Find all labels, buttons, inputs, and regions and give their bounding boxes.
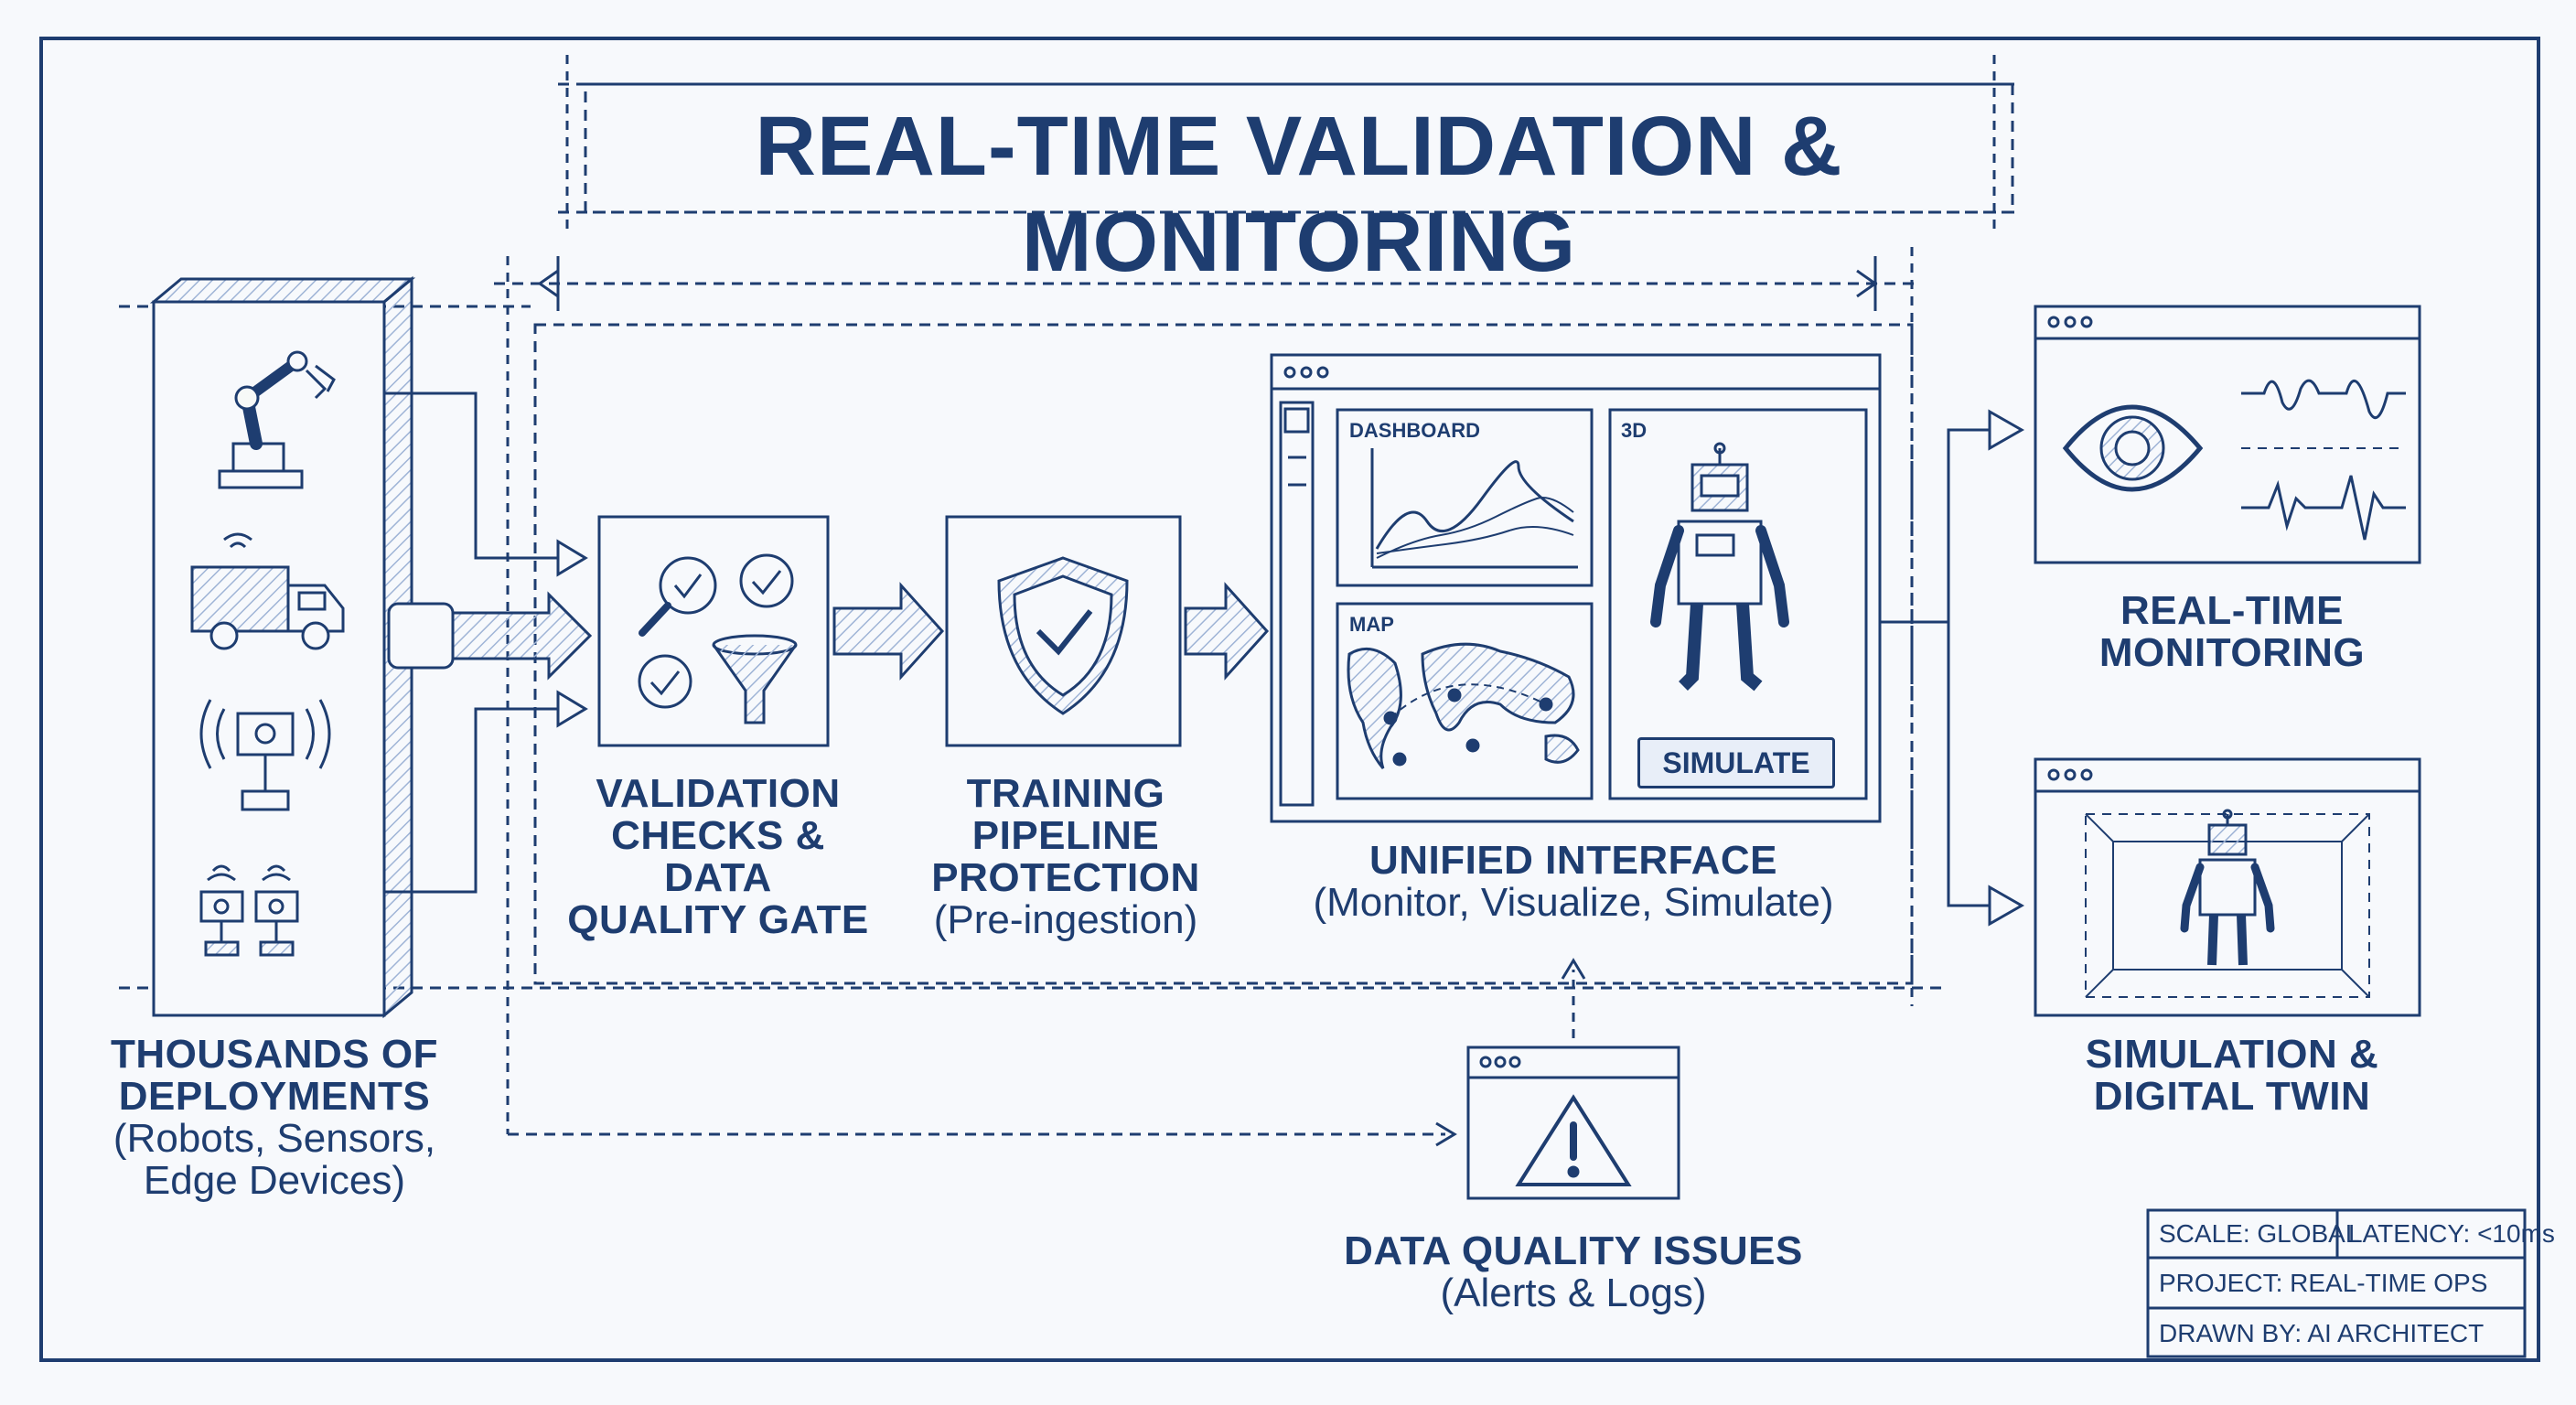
drawn-by-cell: DRAWN BY: AI ARCHITECT bbox=[2159, 1319, 2485, 1347]
connector-arrow bbox=[556, 539, 588, 728]
outer-frame bbox=[39, 37, 2540, 1362]
edge-device-icon bbox=[199, 864, 299, 957]
world-map-icon bbox=[1347, 642, 1580, 769]
training-label: TRAINING PIPELINE PROTECTION (Pre-ingest… bbox=[931, 771, 1200, 942]
dashboard-panel-label: DASHBOARD bbox=[1349, 419, 1480, 442]
deployments-column bbox=[149, 275, 416, 1019]
deployments-label: THOUSANDS OF DEPLOYMENTS (Robots, Sensor… bbox=[111, 1032, 438, 1203]
truck-icon bbox=[190, 532, 345, 650]
warning-icon bbox=[1515, 1094, 1632, 1186]
simulate-button[interactable]: SIMULATE bbox=[1637, 737, 1835, 788]
check-circle-icon bbox=[638, 553, 794, 709]
project-cell: PROJECT: REAL-TIME OPS bbox=[2159, 1269, 2488, 1297]
page-title: REAL-TIME VALIDATION & MONITORING bbox=[755, 100, 1843, 289]
map-panel-label: MAP bbox=[1349, 613, 1394, 636]
scale-cell: SCALE: GLOBAL bbox=[2159, 1219, 2360, 1248]
interface-label: UNIFIED INTERFACE (Monitor, Visualize, S… bbox=[1313, 838, 1834, 925]
dashboard-chart bbox=[1370, 448, 1578, 569]
shield-check-icon bbox=[997, 556, 1129, 715]
robot-arm-icon bbox=[218, 350, 336, 489]
3d-panel-label: 3D bbox=[1621, 419, 1648, 442]
simulation-label: SIMULATION & DIGITAL TWIN bbox=[2085, 1032, 2379, 1119]
monitoring-label: REAL-TIME MONITORING bbox=[2098, 588, 2366, 675]
validation-box bbox=[597, 515, 830, 747]
simulation-window bbox=[2034, 757, 2421, 1017]
funnel-icon bbox=[712, 634, 798, 724]
eye-icon bbox=[2062, 404, 2204, 492]
magnifier-check-icon bbox=[639, 556, 717, 637]
monitoring-window bbox=[2034, 305, 2421, 564]
robot-icon bbox=[1650, 442, 1789, 692]
validation-label: VALIDATION CHECKS & DATA QUALITY GATE bbox=[567, 771, 869, 942]
issues-window bbox=[1466, 1046, 1680, 1200]
latency-cell: LATENCY: <10ms bbox=[2348, 1219, 2555, 1248]
issues-label: DATA QUALITY ISSUES (Alerts & Logs) bbox=[1344, 1228, 1803, 1315]
sensor-icon bbox=[199, 699, 331, 811]
waveform-icon bbox=[2241, 379, 2406, 541]
title-block bbox=[2146, 1208, 2527, 1358]
